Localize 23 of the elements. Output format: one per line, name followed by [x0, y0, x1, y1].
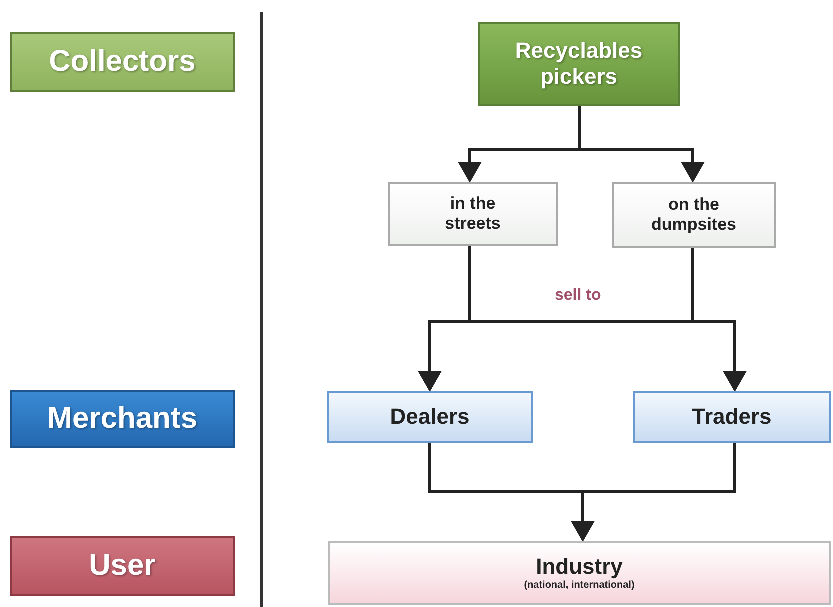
arrow: [571, 443, 736, 542]
level-box: [10, 536, 235, 596]
box-label: Merchants: [47, 401, 198, 437]
box-label: Dealers: [390, 404, 470, 430]
level-box: [10, 32, 235, 92]
process-box: [388, 182, 558, 246]
box-label: in the streets: [444, 194, 502, 234]
level-box: [10, 390, 235, 448]
arrow: [692, 248, 747, 392]
box-label: Recyclables pickers: [514, 38, 644, 90]
process-box: [612, 182, 776, 248]
box-label: Collectors: [49, 44, 196, 80]
process-box: [633, 391, 831, 443]
note-text: sell to: [555, 287, 602, 305]
box-label: Traders: [692, 404, 772, 430]
process-box: [328, 541, 831, 605]
arrow: [578, 106, 705, 183]
box-label: on the dumpsites: [650, 194, 738, 236]
box-label: Industry: [536, 554, 623, 580]
process-box: [478, 22, 680, 106]
box-label: User: [89, 548, 156, 584]
process-box: [327, 391, 533, 443]
box-subtitle: (national, international): [524, 580, 635, 592]
